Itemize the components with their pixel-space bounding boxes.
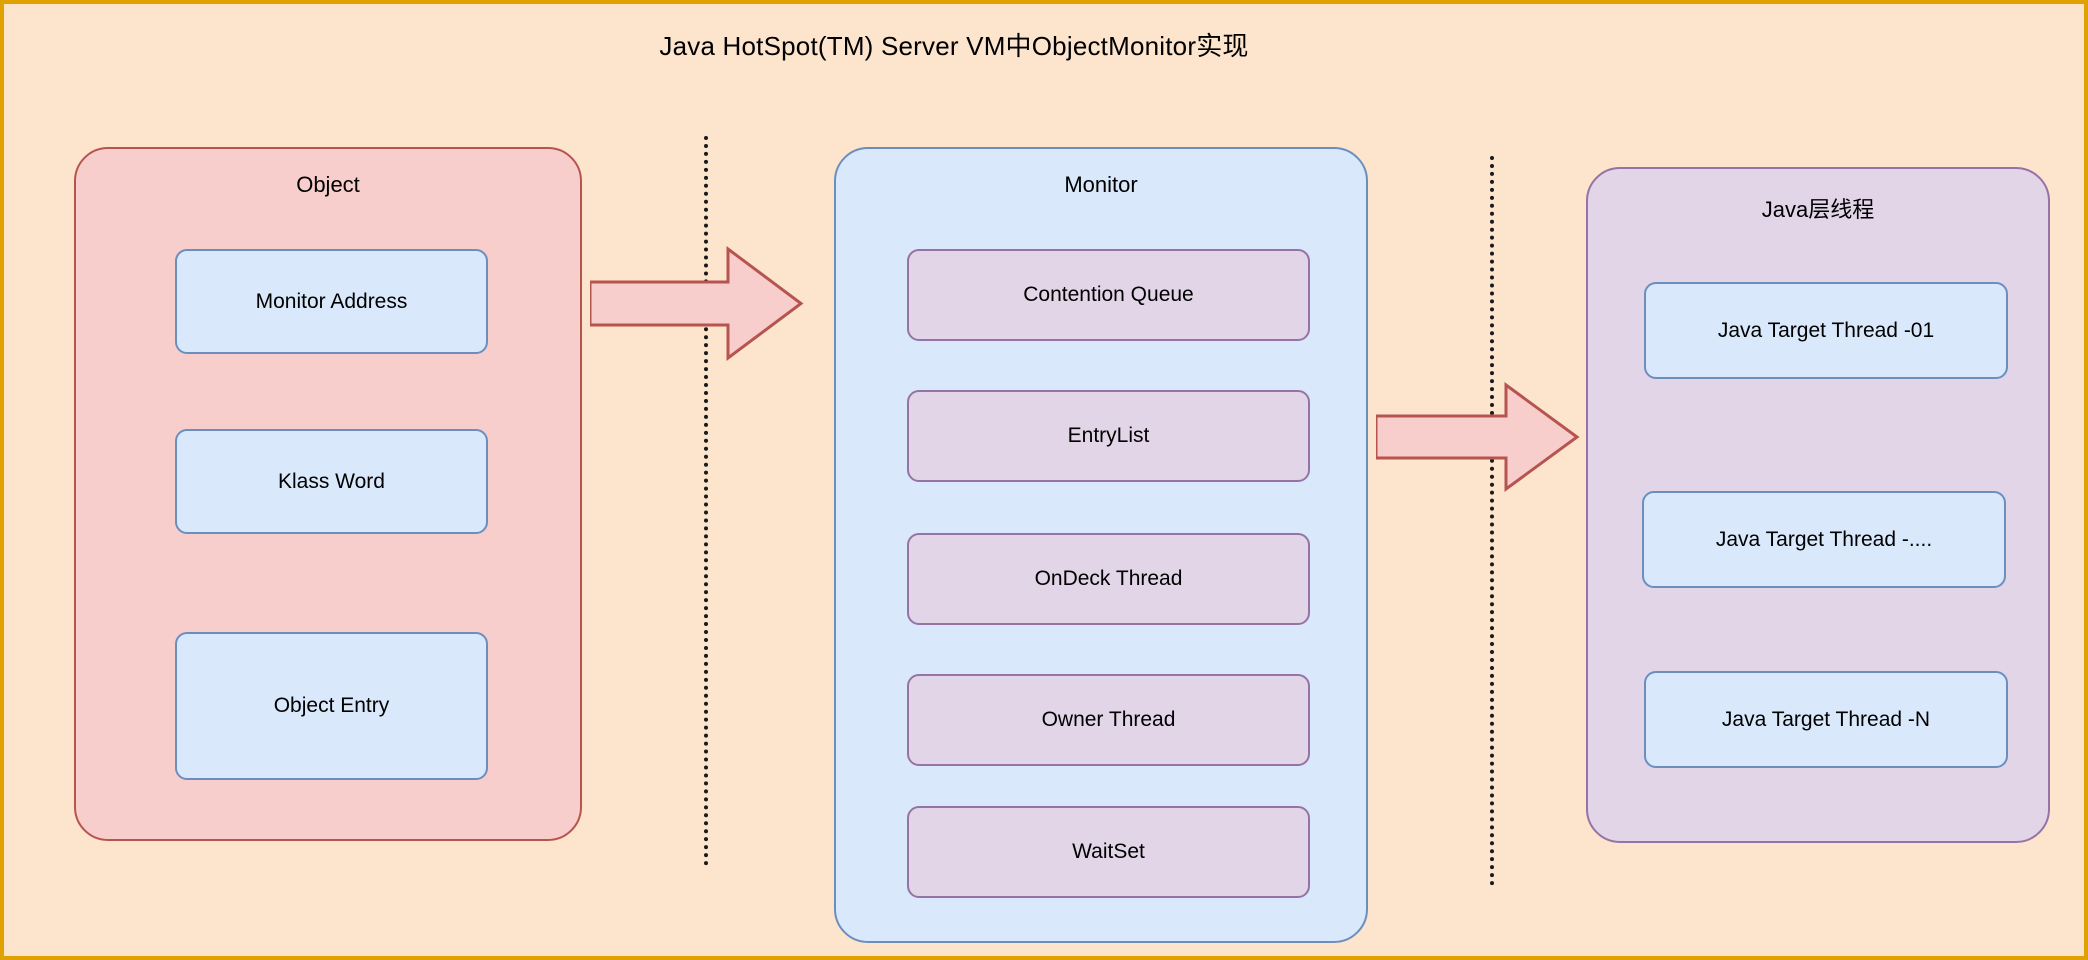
item-waitset[interactable]: WaitSet [907, 806, 1310, 898]
dotted-divider-right [1490, 156, 1494, 886]
group-java-threads-label: Java层线程 [1761, 197, 1875, 222]
arrow-monitor-to-java-icon [1376, 382, 1580, 492]
arrow-object-to-monitor-icon [590, 246, 804, 361]
item-owner-thread[interactable]: Owner Thread [907, 674, 1310, 766]
item-monitor-address[interactable]: Monitor Address [175, 249, 488, 354]
item-java-target-thread-01[interactable]: Java Target Thread -01 [1644, 282, 2008, 379]
group-object-label: Object [296, 172, 360, 197]
page-title: Java HotSpot(TM) Server VM中ObjectMonitor… [659, 31, 1249, 61]
item-ondeck-thread[interactable]: OnDeck Thread [907, 533, 1310, 625]
item-entrylist[interactable]: EntryList [907, 390, 1310, 482]
item-contention-queue[interactable]: Contention Queue [907, 249, 1310, 341]
group-monitor-label: Monitor [1064, 172, 1138, 197]
item-java-target-thread-ellipsis[interactable]: Java Target Thread -.... [1642, 491, 2006, 588]
item-java-target-thread-n[interactable]: Java Target Thread -N [1644, 671, 2008, 768]
item-klass-word[interactable]: Klass Word [175, 429, 488, 534]
dotted-divider-left [704, 136, 708, 866]
item-object-entry[interactable]: Object Entry [175, 632, 488, 780]
